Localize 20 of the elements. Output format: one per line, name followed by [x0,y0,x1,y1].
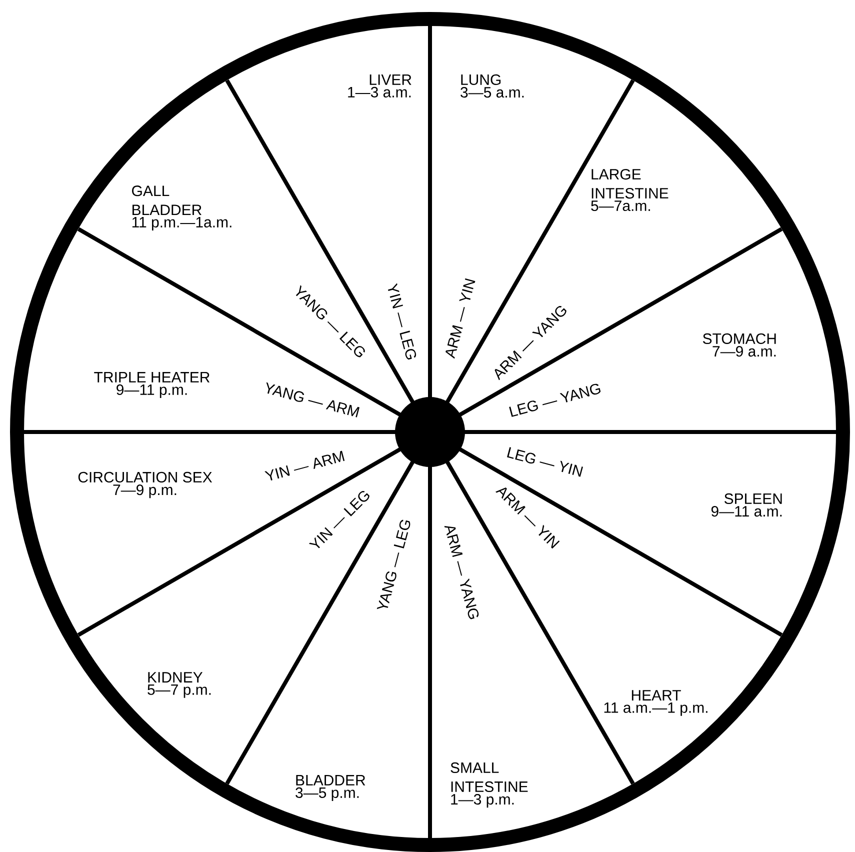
organ-label: LIVER 1—3 a.m. [348,74,412,98]
organ-label: BLADDER 3—5 p.m. [296,775,366,801]
organ-label: LARGE INTESTINE 5—7a.m. [591,168,668,212]
meridian-label: YANG — ARM [266,382,360,418]
organ-label: KIDNEY 5—7 p.m. [148,672,211,698]
meridian-label: YIN — LEG [388,283,416,360]
organ-label: SMALL INTESTINE 1—3 p.m. [450,762,528,808]
organ-label: TRIPLE HEATER 9—11 p.m. [94,372,210,398]
meridian-label: YIN — ARM [264,450,345,480]
organ-label: STOMACH 7—9 a.m. [702,333,776,357]
organ-label: GALL BLADDER 11 p.m.—1a.m. [132,186,232,230]
meridian-label: LEG — YANG [509,384,601,417]
organ-label: CIRCULATION SEX 7—9 p.m. [78,472,212,498]
organ-label: HEART 11 a.m.—1 p.m. [604,690,708,716]
organ-label: SPLEEN 9—11 a.m. [711,493,782,517]
meridian-label: ARM — YIN [446,278,476,359]
organ-label: LUNG 3—5 a.m. [460,74,524,98]
meridian-label: YANG — LEG [376,520,410,610]
meridian-label: LEG — YIN [507,447,583,477]
meridian-label: ARM — YANG [444,526,479,620]
